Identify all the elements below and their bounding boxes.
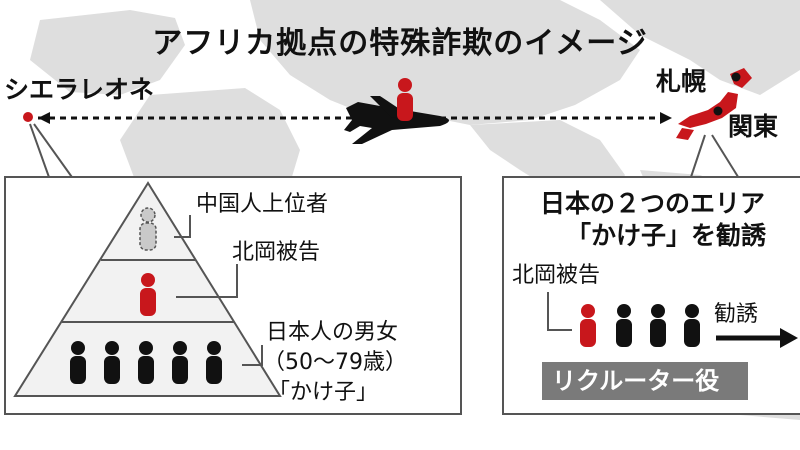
recruitment-heading-line2: 「かけ子」を勧誘 xyxy=(566,221,767,250)
sapporo-marker xyxy=(731,72,741,82)
bottom-tier-label-line1: 日本人の男女 xyxy=(266,320,399,345)
callout-left-a xyxy=(29,123,51,181)
defendant-label: 北岡被告 xyxy=(512,263,601,288)
route-arrow-right xyxy=(660,112,672,124)
kanto-label: 関東 xyxy=(728,112,779,141)
recruit-action-label: 勧誘 xyxy=(714,302,759,327)
middle-tier-label: 北岡被告 xyxy=(232,240,321,265)
callout-right-a xyxy=(689,134,706,181)
recruit-figure xyxy=(650,304,666,347)
leader-top xyxy=(174,215,191,238)
recruitment-heading-line1: 日本の２つのエリア xyxy=(540,189,766,218)
bottom-tier-label-line3: 「かけ子」 xyxy=(268,380,379,405)
recruit-figure xyxy=(684,304,700,347)
recruit-arrow-head xyxy=(780,328,798,348)
recruiter-role-label: リクルーター役 xyxy=(542,362,748,400)
route-arrow-left xyxy=(38,112,50,124)
callout-right-b xyxy=(711,134,741,181)
kakeko-recruits xyxy=(616,304,700,347)
sierra-leone-marker xyxy=(23,112,33,122)
leader-bottom xyxy=(242,345,263,366)
sapporo-label: 札幌 xyxy=(656,67,707,96)
chinese-leader-figure xyxy=(139,207,157,251)
leader-defendant xyxy=(547,292,572,331)
callout-left-b xyxy=(33,123,75,181)
sierra-leone-label: シエラレオネ xyxy=(4,75,155,104)
recruiter-defendant-figure xyxy=(580,304,596,347)
top-tier-label: 中国人上位者 xyxy=(196,192,329,217)
diagram-title: アフリカ拠点の特殊詐欺のイメージ xyxy=(152,26,648,61)
kanto-marker xyxy=(713,106,723,116)
leader-middle xyxy=(176,264,238,298)
recruit-figure xyxy=(616,304,632,347)
bottom-tier-label-line2: （50〜79歳） xyxy=(263,350,407,375)
